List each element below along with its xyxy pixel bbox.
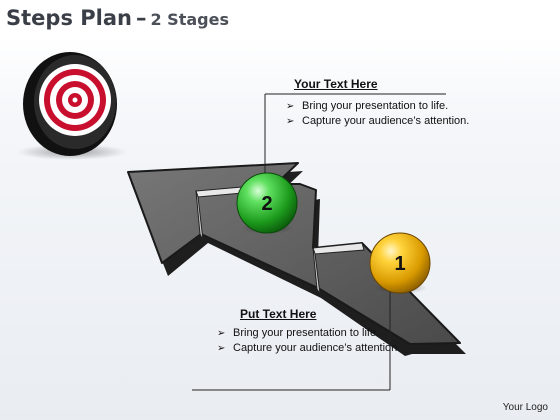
title-subtitle: 2 Stages bbox=[150, 10, 229, 29]
bullet-text: Bring your presentation to life. bbox=[302, 100, 449, 112]
title-main: Steps Plan bbox=[6, 6, 132, 30]
stage-2-number: 2 bbox=[261, 193, 272, 215]
bullet-text: Capture your audience’s attention. bbox=[302, 115, 470, 127]
title-bar bbox=[0, 0, 560, 40]
footer-logo: Your Logo bbox=[502, 402, 548, 413]
chevron-right-icon: ➢ bbox=[286, 101, 295, 112]
list-item: ➢ Capture your audience’s attention. bbox=[217, 341, 423, 356]
title-separator: – bbox=[135, 6, 147, 30]
list-item: ➢ Bring your presentation to life. bbox=[286, 99, 492, 114]
callout-bottom-lines bbox=[192, 283, 391, 391]
list-item: ➢ Capture your audience’s attention. bbox=[286, 114, 492, 129]
bullet-text: Capture your audience’s attention. bbox=[233, 342, 401, 354]
page-title: Steps Plan–2 Stages bbox=[6, 6, 229, 30]
list-item: ➢ Bring your presentation to life. bbox=[217, 326, 423, 341]
callout-bottom-heading: Put Text Here bbox=[240, 307, 317, 321]
callout-bottom-bullets: ➢ Bring your presentation to life. ➢ Captu… bbox=[217, 326, 423, 356]
callout-top-lines bbox=[264, 93, 446, 178]
callout-top-bullets: ➢ Bring your presentation to life. ➢ Captu… bbox=[286, 99, 492, 129]
target-icon bbox=[17, 52, 127, 160]
chevron-right-icon: ➢ bbox=[286, 116, 295, 127]
stage-1-marker: 1 bbox=[369, 232, 431, 294]
steps-arrow bbox=[127, 162, 466, 356]
callout-top-heading: Your Text Here bbox=[294, 77, 378, 91]
bullet-text: Bring your presentation to life. bbox=[233, 327, 380, 339]
chevron-right-icon: ➢ bbox=[217, 343, 226, 354]
chevron-right-icon: ➢ bbox=[217, 328, 226, 339]
stage-2-marker: 2 bbox=[236, 172, 298, 234]
stage-1-number: 1 bbox=[394, 253, 405, 275]
